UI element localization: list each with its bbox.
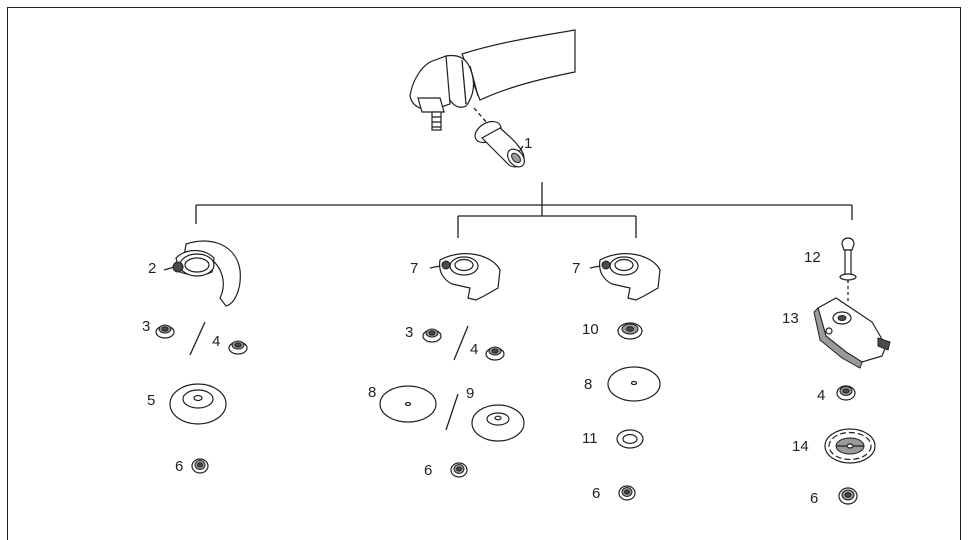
separator-slash-1	[189, 321, 206, 356]
label-8a: 8	[368, 384, 376, 401]
inner-flange-4b	[485, 346, 505, 361]
depressed-center-wheel-9	[471, 404, 525, 442]
label-7a: 7	[410, 260, 418, 277]
label-11: 11	[582, 430, 598, 447]
label-4c: 4	[817, 387, 825, 404]
label-7b: 7	[572, 260, 580, 277]
side-handle	[474, 120, 525, 168]
label-1: 1	[524, 135, 532, 152]
label-4a: 4	[212, 333, 220, 350]
label-6d: 6	[810, 490, 818, 507]
label-6c: 6	[592, 485, 600, 502]
wheel-guard-7a	[429, 253, 501, 301]
label-14: 14	[792, 438, 809, 455]
lock-nut-6d	[838, 487, 858, 505]
lock-nut-6c	[618, 485, 636, 501]
label-9: 9	[466, 385, 474, 402]
inner-flange-4c	[836, 385, 856, 401]
label-6a: 6	[175, 458, 183, 475]
label-12: 12	[804, 249, 821, 266]
separator-slash-3	[445, 393, 459, 431]
label-3b: 3	[405, 324, 413, 341]
wheel-guard-2	[163, 240, 241, 307]
connector-lines	[195, 182, 853, 238]
label-3a: 3	[142, 318, 150, 335]
cut-off-wheel-8b	[607, 366, 661, 402]
dust-cover-13	[813, 297, 891, 369]
angle-grinder	[409, 29, 576, 131]
label-10: 10	[582, 321, 599, 338]
hex-bolt-12	[839, 237, 857, 302]
label-5: 5	[147, 392, 155, 409]
label-8b: 8	[584, 376, 592, 393]
inner-flange-3a	[155, 324, 175, 339]
diamond-wheel-14	[824, 428, 876, 464]
leader-1	[518, 145, 524, 153]
wheel-guard-7b	[589, 253, 661, 301]
ring-11	[616, 429, 644, 449]
lock-nut-6b	[450, 462, 468, 478]
inner-flange-10	[617, 322, 643, 340]
cut-off-wheel-8a	[379, 385, 437, 423]
label-4b: 4	[470, 341, 478, 358]
label-6b: 6	[424, 462, 432, 479]
lock-nut-6a	[191, 458, 209, 474]
depressed-center-wheel-5	[169, 383, 227, 425]
label-2: 2	[148, 260, 156, 277]
separator-slash-2	[453, 325, 469, 361]
label-13: 13	[782, 310, 799, 327]
inner-flange-4a	[228, 340, 248, 355]
inner-flange-3b	[422, 328, 442, 343]
